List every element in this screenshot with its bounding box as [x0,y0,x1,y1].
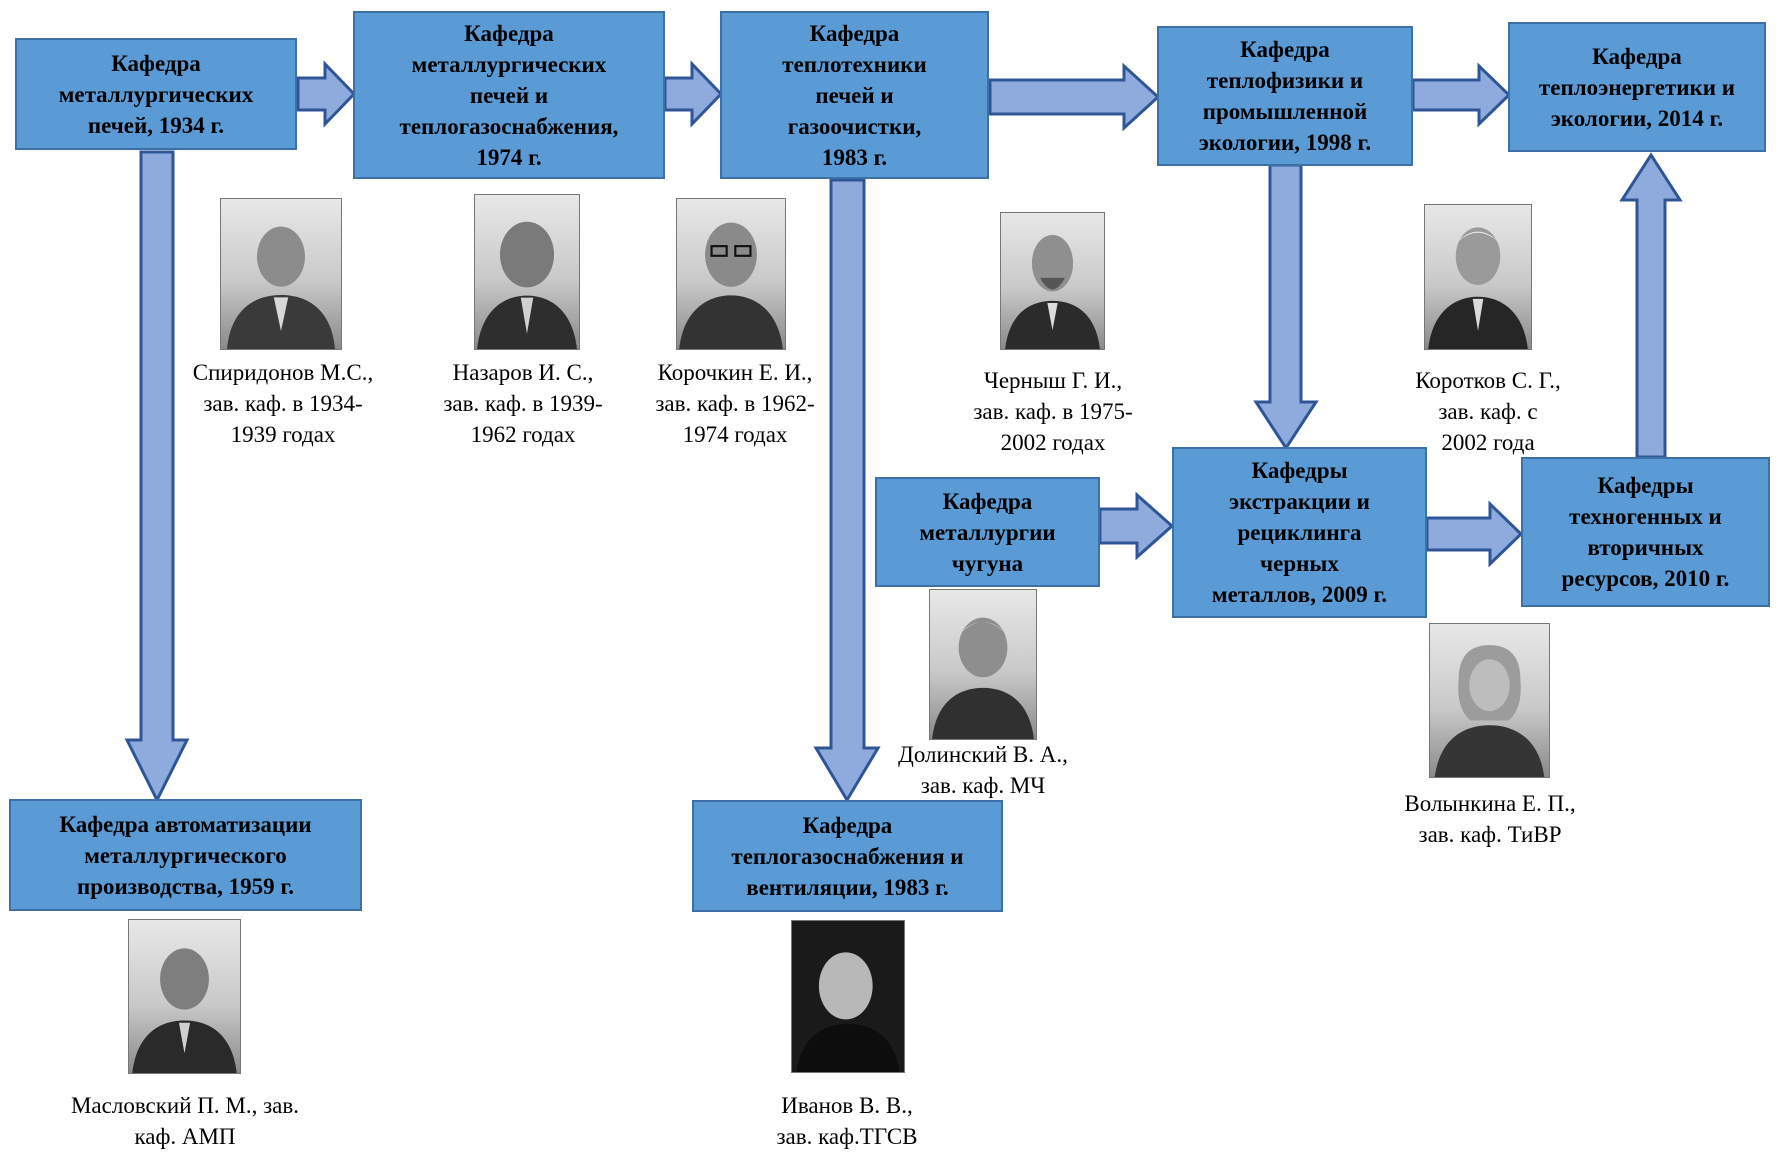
portrait-nazarov [474,194,580,350]
portrait-volynkina [1429,623,1550,778]
dept-box-amp: Кафедра автоматизации металлургического … [9,799,362,911]
dept-box-1974: Кафедра металлургических печей и теплога… [353,11,665,179]
arrow-mch-to-2009 [1098,491,1175,561]
portrait-dolinsky [929,589,1037,740]
arrow-1998-to-2014 [1411,62,1512,128]
arrow-1998-to-2009 [1253,163,1319,451]
dept-box-1998: Кафедра теплофизики и промышленной эколо… [1157,26,1413,166]
dept-box-2014: Кафедра теплоэнергетики и экологии, 2014… [1508,22,1766,152]
dept-box-tgsv: Кафедра теплогазоснабжения и вентиляции,… [692,800,1003,912]
arrow-2010-to-2014 [1619,152,1683,459]
arrow-1983-to-tgsv [813,178,881,803]
dept-box-1983: Кафедра теплотехники печей и газоочистки… [720,11,989,179]
caption-maslovsky: Масловский П. М., зав. каф. АМП [70,1093,300,1149]
arrow-1934-to-amp [124,150,190,804]
portrait-maslovsky [128,919,241,1074]
portrait-chernysh [1000,212,1105,350]
dept-box-mch: Кафедра металлургии чугуна [875,477,1100,587]
caption-dolinsky: Долинский В. А., зав. каф. МЧ [898,742,1068,798]
caption-nazarov: Назаров И. С., зав. каф. в 1939- 1962 го… [443,360,603,447]
arrow-1974-to-1983 [663,60,724,128]
portrait-korochkin [676,198,786,350]
caption-korotkov: Коротков С. Г., зав. каф. с 2002 года [1415,368,1561,455]
dept-box-2009: Кафедры экстракции и рециклинга черных м… [1172,447,1427,618]
arrow-1983-to-1998 [988,62,1161,132]
caption-volynkina: Волынкина Е. П., зав. каф. ТиВР [1404,791,1576,847]
dept-box-2010: Кафедры техногенных и вторичных ресурсов… [1521,457,1770,607]
portrait-ivanov [791,920,905,1073]
arrow-1934-to-1974 [296,60,357,128]
dept-box-1934: Кафедра металлургических печей, 1934 г. [15,38,297,150]
portrait-spiridonov [220,198,342,350]
caption-korochkin: Корочкин Е. И., зав. каф. в 1962- 1974 г… [655,360,815,447]
caption-spiridonov: Спиридонов М.С., зав. каф. в 1934- 1939 … [192,360,374,447]
portrait-korotkov [1424,204,1532,350]
caption-ivanov: Иванов В. В., зав. каф.ТГСВ [776,1093,918,1149]
caption-chernysh: Черныш Г. И., зав. каф. в 1975- 2002 год… [973,368,1133,455]
arrow-2009-to-2010 [1425,500,1524,568]
